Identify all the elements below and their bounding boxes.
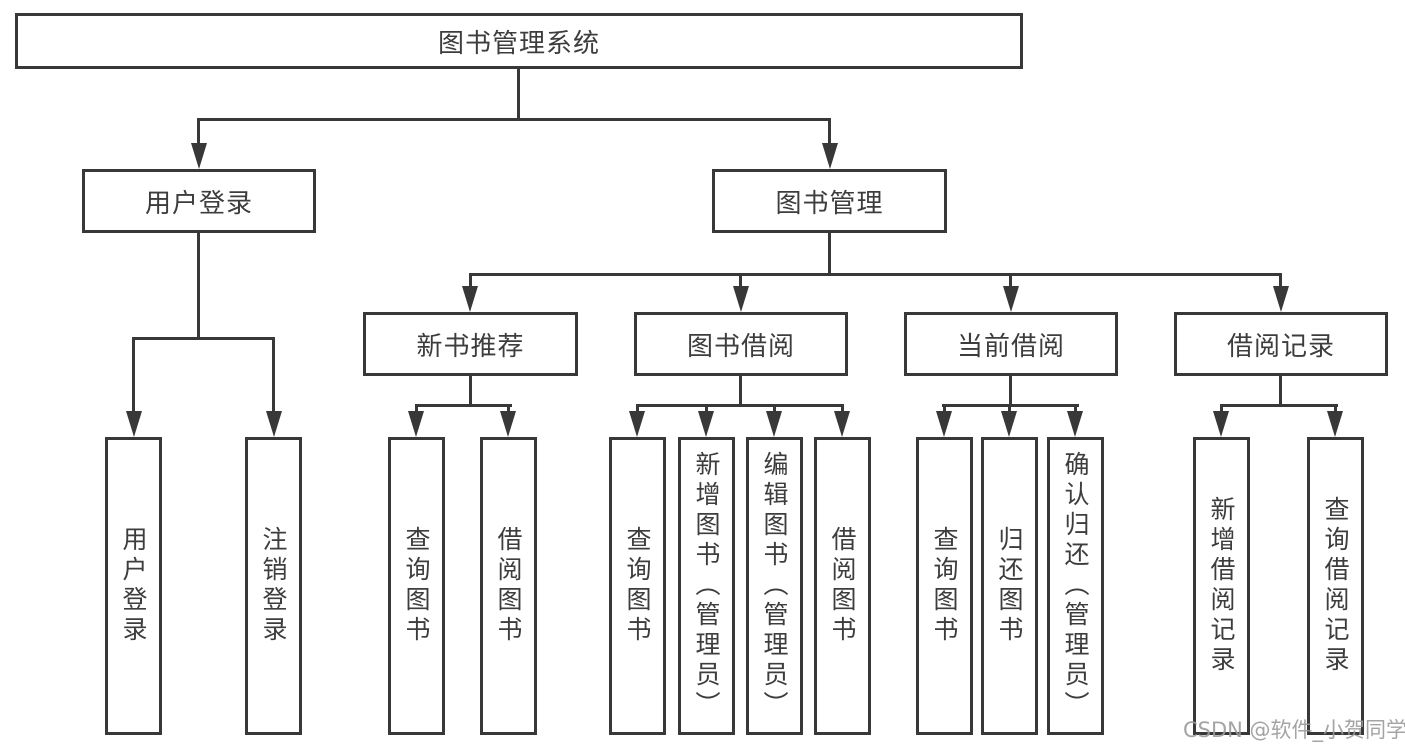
leaf-borrow-add-book-label: 新增图书（管理员） (692, 451, 721, 721)
node-book-management: 图书管理 (712, 169, 947, 233)
leaf-logout-label: 注销登录 (259, 526, 288, 646)
node-root-label: 图书管理系统 (437, 28, 600, 59)
arrow-down-icon (822, 143, 838, 169)
leaf-recommend-query-book-label: 查询图书 (402, 526, 431, 646)
connector-line (415, 406, 418, 412)
leaf-logout: 注销登录 (245, 437, 302, 735)
connector-line (636, 404, 844, 407)
connector-line (943, 406, 946, 412)
leaf-borrow-borrow-book: 借阅图书 (814, 437, 871, 735)
leaf-borrow-query-book: 查询图书 (609, 437, 666, 735)
arrow-down-icon (500, 411, 516, 437)
leaf-current-return-book-label: 归还图书 (995, 526, 1024, 646)
arrow-down-icon (462, 286, 478, 312)
leaf-user-login: 用户登录 (105, 437, 162, 735)
arrow-down-icon (1067, 411, 1083, 437)
arrow-down-icon (834, 411, 850, 437)
leaf-borrow-query-book-label: 查询图书 (623, 526, 652, 646)
connector-line (942, 404, 1079, 407)
connector-line (1220, 406, 1223, 412)
leaf-user-login-label: 用户登录 (119, 526, 148, 646)
leaf-current-return-book: 归还图书 (981, 437, 1038, 735)
arrow-down-icon (408, 411, 424, 437)
arrow-down-icon (191, 143, 207, 169)
leaf-borrow-edit-book: 编辑图书（管理员） (746, 437, 803, 735)
arrow-down-icon (1327, 411, 1343, 437)
connector-line (507, 406, 510, 412)
connector-line (1009, 275, 1012, 288)
leaf-recommend-query-book: 查询图书 (388, 437, 445, 735)
leaf-current-confirm-return: 确认归还（管理员） (1047, 437, 1104, 735)
node-borrow-record: 借阅记录 (1174, 312, 1388, 376)
connector-line (415, 404, 512, 407)
node-user-login-label: 用户登录 (144, 188, 253, 219)
leaf-recommend-borrow-book-label: 借阅图书 (494, 526, 523, 646)
node-book-borrow: 图书借阅 (634, 312, 848, 376)
connector-line (1279, 376, 1282, 406)
node-current-borrow: 当前借阅 (904, 312, 1118, 376)
connector-line (132, 337, 275, 340)
connector-line (739, 275, 742, 288)
arrow-down-icon (698, 411, 714, 437)
connector-line (1279, 275, 1282, 288)
connector-line (841, 406, 844, 412)
connector-line (272, 339, 275, 411)
connector-line (1009, 376, 1012, 406)
connector-line (1220, 404, 1338, 407)
connector-line (828, 120, 831, 143)
connector-line (517, 69, 520, 120)
arrow-down-icon (126, 411, 142, 437)
connector-line (469, 275, 472, 288)
connector-line (1008, 406, 1011, 412)
node-borrow-record-label: 借阅记录 (1226, 331, 1335, 362)
arrow-down-icon (1003, 286, 1019, 312)
leaf-current-query-book-label: 查询图书 (930, 526, 959, 646)
leaf-record-query-record: 查询借阅记录 (1307, 437, 1364, 735)
node-current-borrow-label: 当前借阅 (956, 331, 1065, 362)
connector-line (469, 273, 1282, 276)
node-new-book-recommend: 新书推荐 (363, 312, 578, 376)
connector-line (197, 118, 831, 121)
node-root: 图书管理系统 (15, 13, 1023, 69)
arrow-down-icon (936, 411, 952, 437)
node-new-book-recommend-label: 新书推荐 (416, 331, 525, 362)
connector-line (636, 406, 639, 412)
connector-line (705, 406, 708, 412)
connector-line (1334, 406, 1337, 412)
connector-line (1074, 406, 1077, 412)
leaf-borrow-edit-book-label: 编辑图书（管理员） (760, 451, 789, 721)
connector-line (197, 233, 200, 339)
arrow-down-icon (266, 411, 282, 437)
connector-line (197, 120, 200, 143)
node-book-borrow-label: 图书借阅 (686, 331, 795, 362)
leaf-record-add-record-label: 新增借阅记录 (1207, 496, 1236, 676)
node-book-management-label: 图书管理 (775, 188, 884, 219)
leaf-recommend-borrow-book: 借阅图书 (480, 437, 537, 735)
arrow-down-icon (629, 411, 645, 437)
connector-line (132, 339, 135, 411)
connector-line (828, 233, 831, 275)
leaf-current-confirm-return-label: 确认归还（管理员） (1061, 451, 1090, 721)
connector-line (469, 376, 472, 406)
leaf-current-query-book: 查询图书 (916, 437, 973, 735)
leaf-record-add-record: 新增借阅记录 (1193, 437, 1250, 735)
leaf-borrow-add-book: 新增图书（管理员） (678, 437, 735, 735)
connector-line (773, 406, 776, 412)
leaf-record-query-record-label: 查询借阅记录 (1321, 496, 1350, 676)
arrow-down-icon (1273, 286, 1289, 312)
node-user-login: 用户登录 (82, 169, 316, 233)
connector-line (739, 376, 742, 406)
arrow-down-icon (1001, 411, 1017, 437)
csdn-watermark: CSDN @软件_小贺同学 (1183, 718, 1405, 742)
arrow-down-icon (766, 411, 782, 437)
arrow-down-icon (1213, 411, 1229, 437)
leaf-borrow-borrow-book-label: 借阅图书 (828, 526, 857, 646)
arrow-down-icon (733, 286, 749, 312)
